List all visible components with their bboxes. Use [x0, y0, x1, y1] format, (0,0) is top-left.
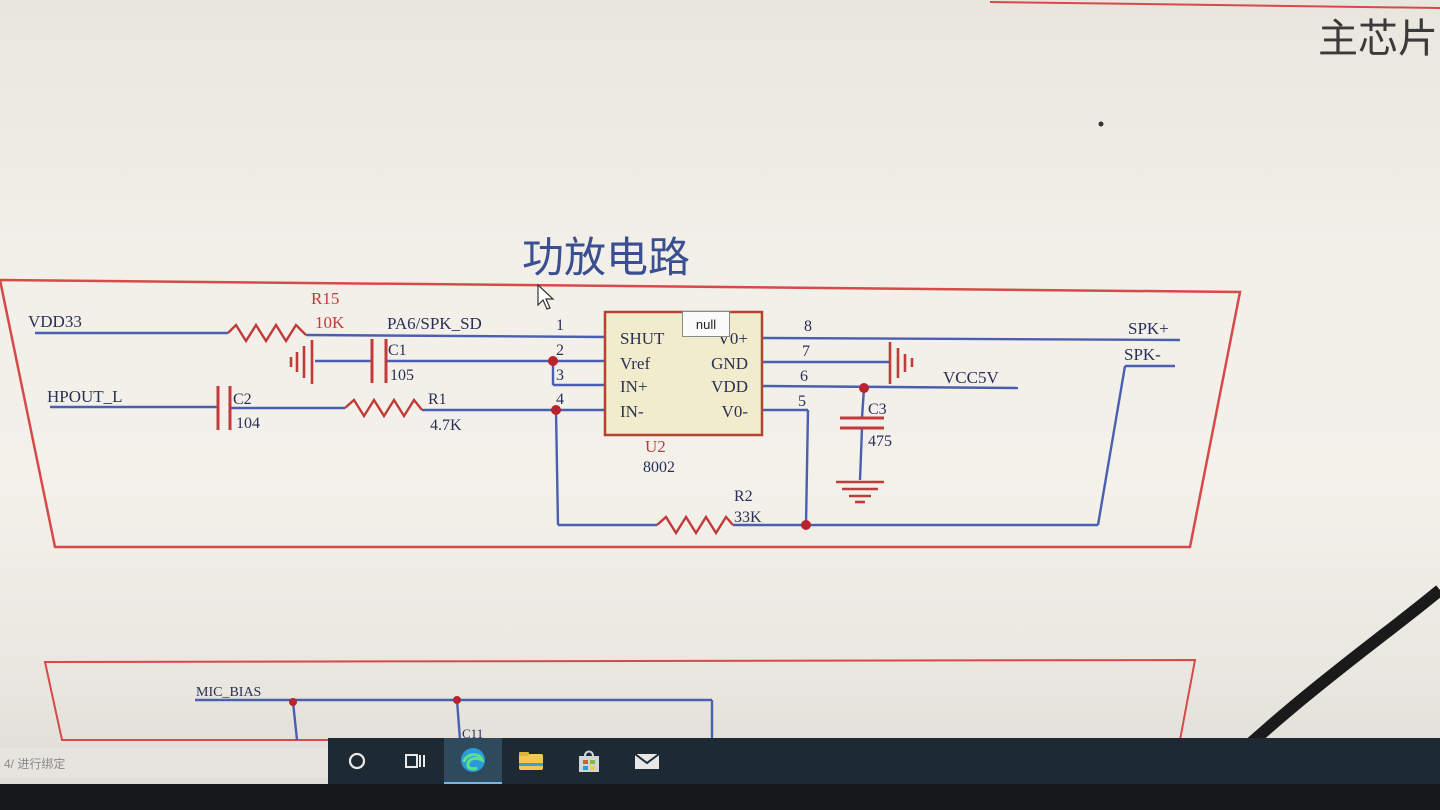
corner-title: 主芯片	[1318, 16, 1438, 62]
mouse-cursor-icon	[537, 283, 555, 310]
mail-icon	[634, 753, 660, 769]
ic-pin-name-3: IN+	[620, 377, 648, 396]
file-explorer-icon	[519, 752, 543, 770]
status-bar: 4/ 进行绑定	[0, 748, 328, 778]
c2-capacitor	[216, 386, 232, 430]
start-button[interactable]	[328, 738, 386, 784]
ground-symbol-left	[289, 340, 314, 384]
store-button[interactable]	[560, 738, 618, 784]
net-label-spk-pos: SPK+	[1128, 319, 1169, 338]
r2-ref-label: R2	[734, 488, 753, 505]
net-label-hpout: HPOUT_L	[47, 387, 123, 406]
store-icon	[579, 750, 599, 772]
c3-capacitor	[840, 416, 884, 430]
c2-value-label: 104	[236, 415, 260, 432]
r1-value-label: 4.7K	[430, 417, 462, 434]
r2-resistor	[656, 514, 734, 536]
monitor-bezel	[0, 784, 1440, 810]
u2-value-label: 8002	[643, 459, 675, 476]
upper-block-frame	[989, 1, 1440, 9]
edge-browser-icon	[461, 748, 485, 772]
mail-button[interactable]	[618, 738, 676, 784]
net-label-spk-neg: SPK-	[1124, 345, 1161, 364]
ic-pin-number-6: 6	[800, 368, 808, 385]
r15-ref-label: R15	[311, 289, 339, 308]
task-view-icon	[405, 754, 425, 768]
amplifier-frame	[0, 278, 1242, 549]
net-label-vdd33: VDD33	[28, 312, 82, 331]
ic-pin-number-2: 2	[556, 342, 564, 359]
ic-pin-number-1: 1	[556, 317, 564, 334]
tooltip: null	[682, 311, 730, 337]
file-explorer-button[interactable]	[502, 738, 560, 784]
ic-pin-number-4: 4	[556, 391, 564, 408]
ic-pin-name-5: V0-	[722, 402, 749, 421]
ic-pin-number-3: 3	[556, 367, 564, 384]
ic-pin-number-5: 5	[798, 393, 806, 410]
r1-resistor	[344, 397, 423, 419]
ground-symbol-c3	[836, 480, 884, 504]
ic-pin-name-2: Vref	[620, 354, 650, 373]
r15-resistor	[227, 322, 307, 344]
wires	[35, 331, 1181, 741]
start-circle-icon	[348, 752, 366, 770]
section-title: 功放电路	[522, 233, 690, 282]
task-view-button[interactable]	[386, 738, 444, 784]
dust-dot	[1098, 121, 1104, 127]
ic-pin-name-6: VDD	[711, 377, 748, 396]
ic-pin-number-7: 7	[802, 343, 810, 360]
net-label-pa6: PA6/SPK_SD	[387, 314, 482, 333]
junctions	[289, 356, 869, 706]
c11-ref-label: C11	[462, 726, 483, 741]
c2-ref-label: C2	[233, 391, 252, 408]
ic-pin-name-7: GND	[711, 354, 748, 373]
r15-value-label: 10K	[315, 313, 345, 332]
ic-pin-number-8: 8	[804, 318, 812, 335]
net-label-mic-bias: MIC_BIAS	[196, 685, 261, 700]
net-label-vcc5v: VCC5V	[943, 368, 999, 387]
c3-value-label: 475	[868, 433, 892, 450]
c1-ref-label: C1	[388, 342, 407, 359]
taskbar	[328, 738, 1440, 784]
ic-pin-name-1: SHUT	[620, 329, 665, 348]
c3-ref-label: C3	[868, 401, 887, 418]
c1-capacitor	[370, 339, 388, 383]
ground-symbol-right	[888, 342, 914, 384]
u2-ref-label: U2	[645, 437, 666, 456]
r2-value-label: 33K	[734, 509, 762, 526]
edge-browser-button[interactable]	[444, 738, 502, 784]
r1-ref-label: R1	[428, 391, 447, 408]
ic-pin-name-4: IN-	[620, 402, 644, 421]
c1-value-label: 105	[390, 367, 414, 384]
status-text: 4/ 进行绑定	[4, 756, 66, 771]
